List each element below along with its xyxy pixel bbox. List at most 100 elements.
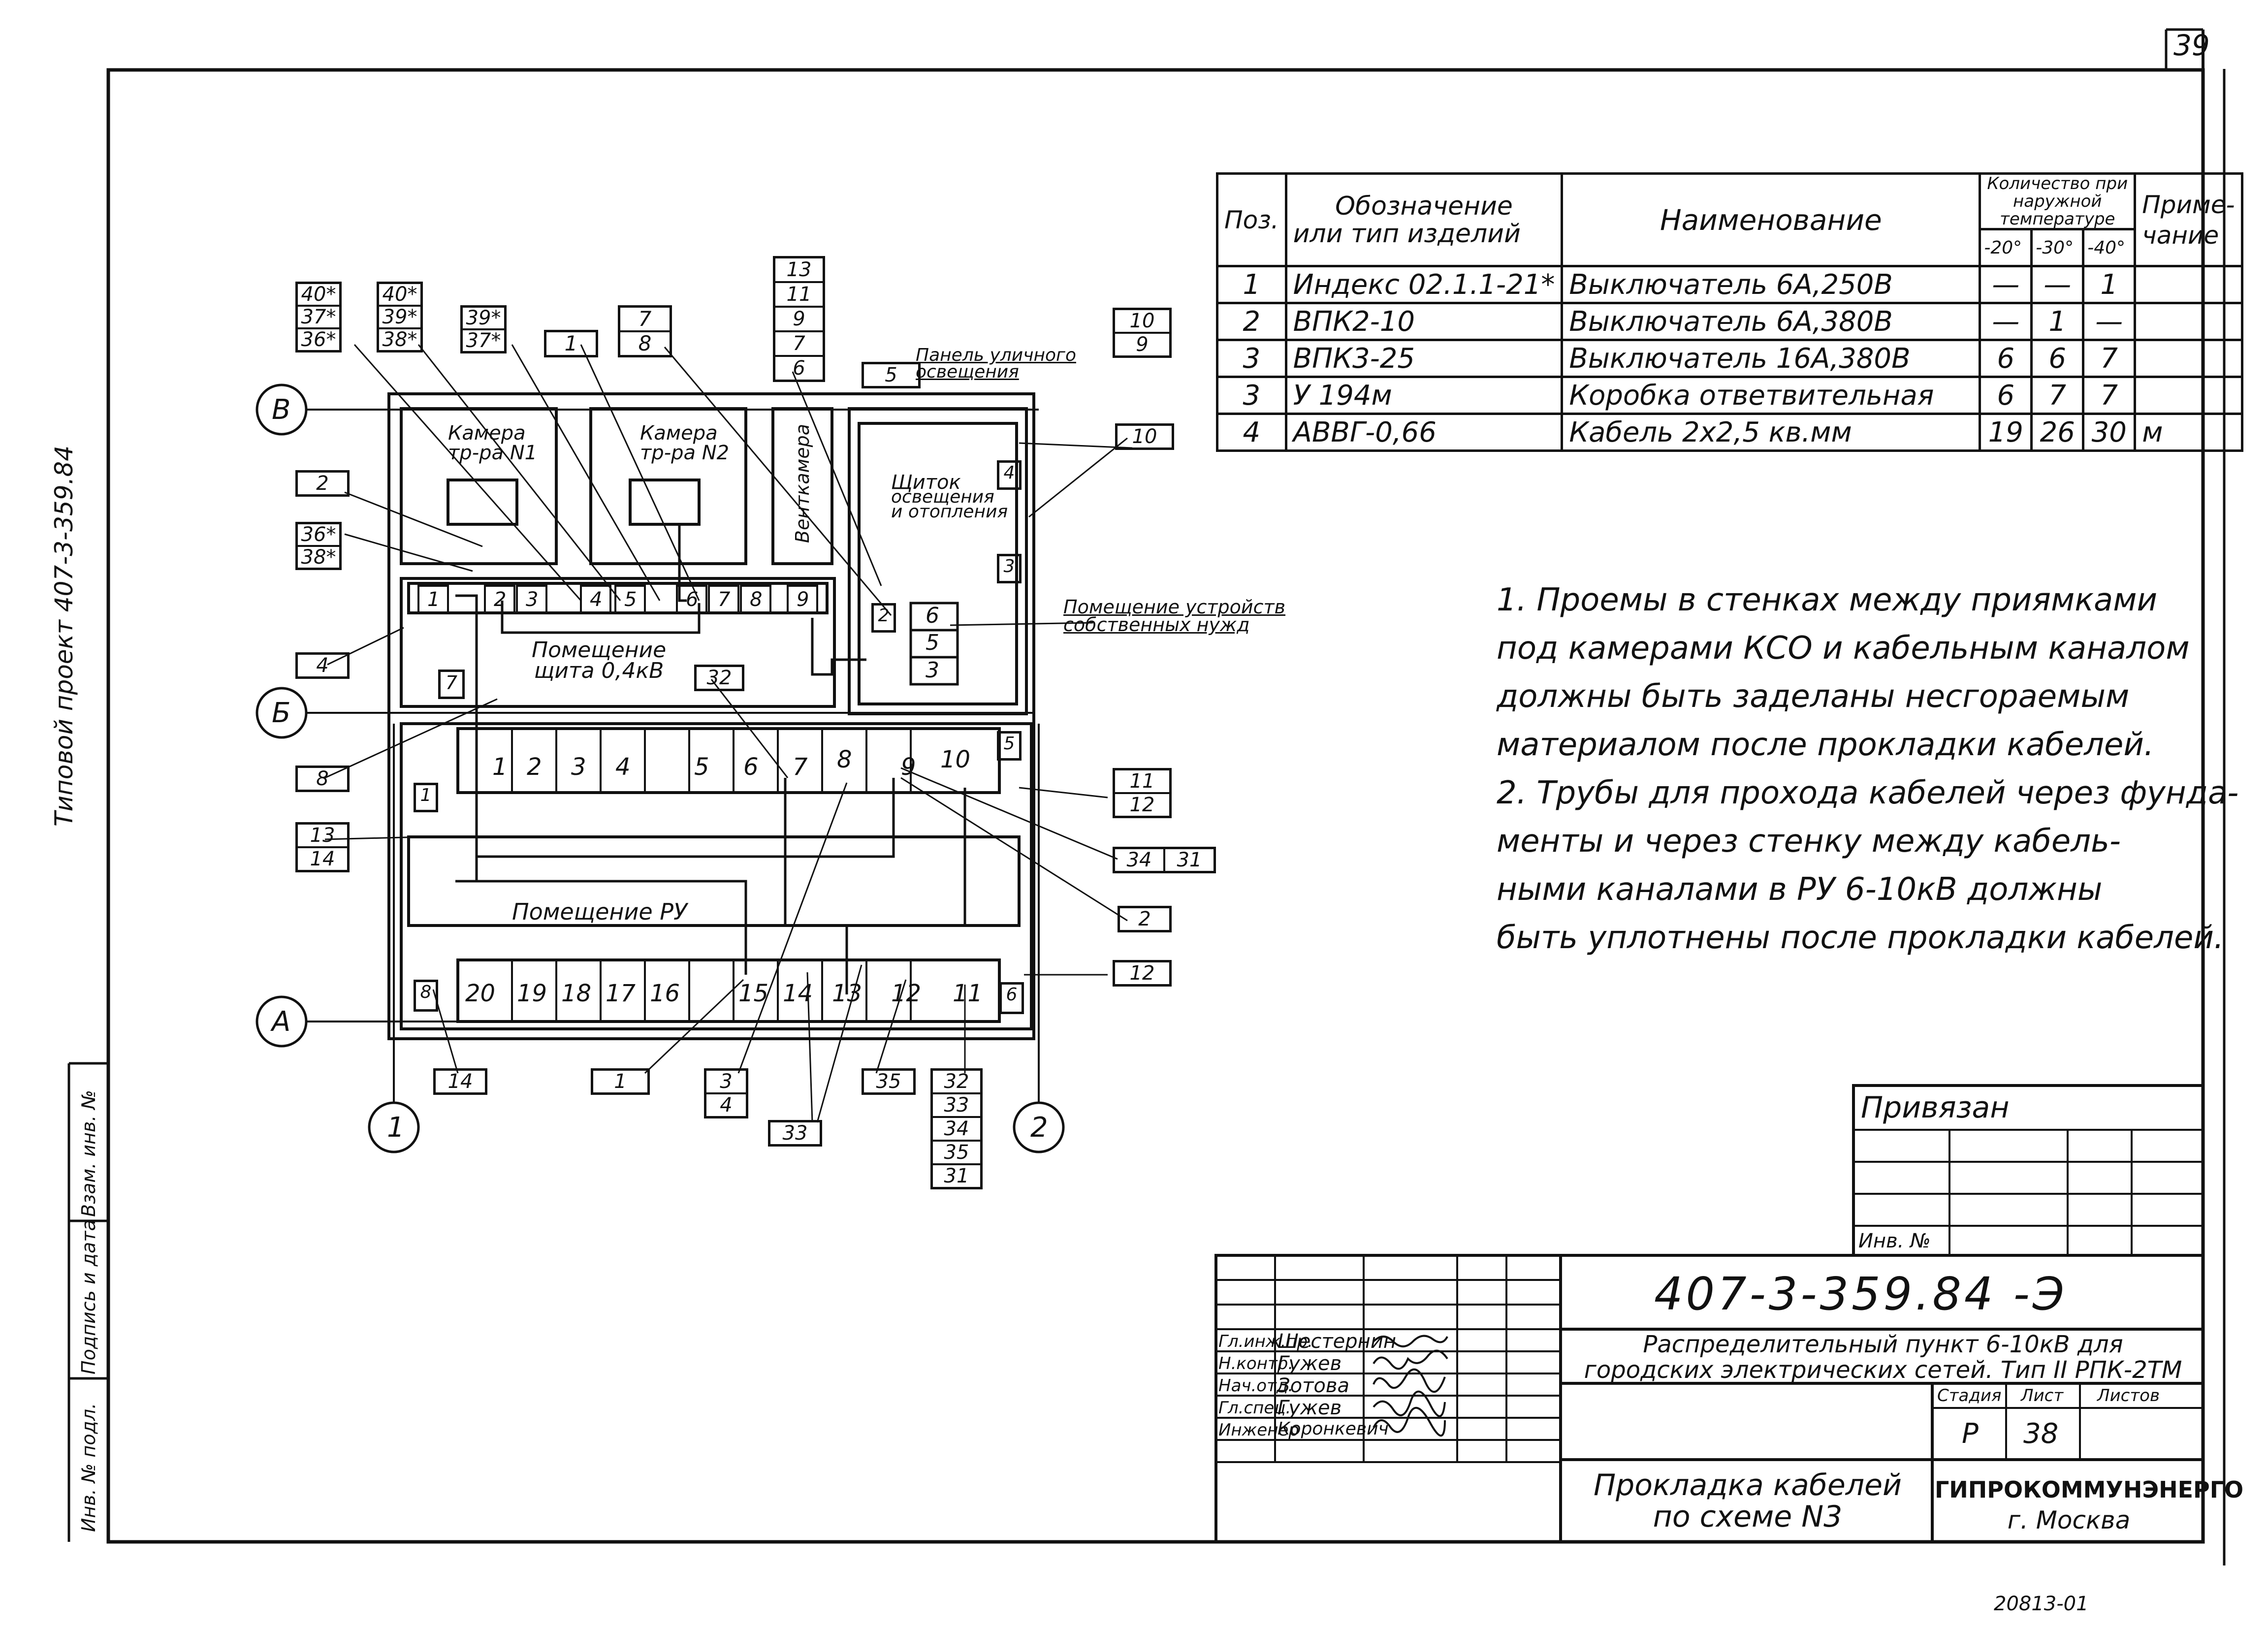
specification-table: Поз. Обозначение или тип изделий Наимено…: [1216, 172, 2243, 452]
ru-cell: 18: [561, 980, 592, 1007]
inv-no-label: Инв. №: [1858, 1230, 1931, 1252]
callout-tag: 10: [1115, 423, 1174, 450]
signer-name: Зотова: [1278, 1374, 1349, 1397]
ru-cell: 2: [527, 753, 542, 781]
callout-tag: 1: [544, 330, 598, 357]
note-line: менты и через стенку между кабель-: [1497, 823, 2121, 860]
axis-label-2: 2: [1030, 1112, 1048, 1144]
note-line: должны быть заделаны несгораемым: [1497, 678, 2130, 715]
plan-item-box: 7: [438, 670, 465, 699]
plan-item-box: 2: [871, 603, 896, 633]
ru-cell: 17: [606, 980, 636, 1007]
callout-tag: 5: [862, 362, 921, 388]
note-line: быть уплотнены после прокладки кабелей.: [1497, 920, 2224, 956]
callout-tag: 2: [1118, 906, 1172, 932]
ru-cell: 3: [571, 753, 586, 781]
col-t30: -30°: [2030, 228, 2085, 267]
sheet-value: 38: [2023, 1418, 2059, 1450]
stage-value: Р: [1962, 1418, 1979, 1450]
panel-04-cell: 5: [624, 588, 637, 611]
signer-role: Инженер: [1218, 1420, 1299, 1440]
stage-label: Стадия: [1937, 1386, 2002, 1405]
bound-label: Привязан: [1861, 1090, 2010, 1125]
callout-tag: 35: [862, 1068, 916, 1095]
panel-04-cell: 7: [718, 588, 731, 611]
panel-04-cell: 8: [750, 588, 763, 611]
project-title: Распределительный пункт 6-10кВ для город…: [1584, 1331, 2182, 1384]
sheets-label: Листов: [2097, 1386, 2160, 1405]
axis-label-v: В: [272, 394, 291, 426]
axis-label-a: А: [272, 1006, 291, 1038]
col-t20: -20°: [1979, 228, 2033, 267]
panel-04-cell: 1: [427, 588, 440, 611]
col-designation: Обозначение или тип изделий: [1284, 172, 1564, 267]
plan-item-box: 1: [414, 783, 438, 812]
aux-cell: 3: [926, 658, 939, 683]
panel-04-cell: 2: [494, 588, 507, 611]
signer-role: Гл.инж.пр.: [1218, 1332, 1313, 1351]
aux-cell: 5: [926, 630, 939, 655]
ru-cell: 20: [465, 980, 496, 1007]
col-pos: Поз.: [1216, 172, 1287, 267]
col-name: Наименование: [1561, 172, 1981, 267]
callout-tag: 12: [1113, 960, 1172, 987]
callout-tag: 4: [295, 652, 350, 679]
ru-cell: 9: [901, 753, 916, 781]
aux-cell: 6: [926, 603, 939, 628]
callout-tag: 33: [768, 1120, 822, 1147]
signer-name: Гужев: [1278, 1397, 1342, 1419]
panel-04-cell: 3: [526, 588, 539, 611]
callout-tag: 14: [433, 1068, 487, 1095]
sheet-label: Лист: [2021, 1386, 2064, 1405]
ru-cell: 7: [793, 753, 808, 781]
ru-cell: 16: [650, 980, 680, 1007]
panel-04-cell: 6: [686, 588, 699, 611]
callout-tag: 39*37*: [460, 305, 507, 353]
ru-cell: 13: [832, 980, 862, 1007]
signer-name: Коронкевич: [1278, 1419, 1389, 1439]
axis-label-b: Б: [272, 697, 291, 729]
page-number: 39: [2173, 29, 2210, 62]
axis-label-1: 1: [387, 1112, 405, 1144]
ru-cell: 1: [492, 753, 508, 781]
footer-code: 20813-01: [1994, 1593, 2089, 1615]
callout-tag: 40*37*36*: [295, 282, 342, 352]
plan-item-box: 5: [997, 731, 1022, 761]
ru-cell: 15: [738, 980, 769, 1007]
note-line: ными каналами в РУ 6-10кВ должны: [1497, 871, 2103, 908]
signer-role: Н.контр.: [1218, 1354, 1294, 1373]
note-line: 1. Проемы в стенках между приямками: [1497, 582, 2158, 618]
callout-tag: 2: [295, 470, 350, 497]
callout-tag: 36*38*: [295, 522, 342, 570]
col-qty: Количество при наружной температуре: [1979, 172, 2137, 230]
plan-item-box: 8: [414, 980, 438, 1012]
ru-cell: 8: [837, 746, 852, 773]
organization: ГИПРОКОММУНЭНЕРГО г. Москва: [1935, 1476, 2244, 1534]
callout-tag: 8: [295, 766, 350, 792]
panel-04-cell: 4: [590, 588, 603, 611]
ru-cell: 11: [953, 980, 983, 1007]
room-ru: Помещение РУ: [512, 898, 688, 925]
general-notes: 1. Проемы в стенках между приямками под …: [1497, 576, 2238, 962]
ru-cell: 14: [783, 980, 813, 1007]
signer-role: Нач.отд.: [1218, 1376, 1294, 1396]
col-note: Приме- чание: [2134, 172, 2243, 267]
ru-cell: 12: [891, 980, 922, 1007]
